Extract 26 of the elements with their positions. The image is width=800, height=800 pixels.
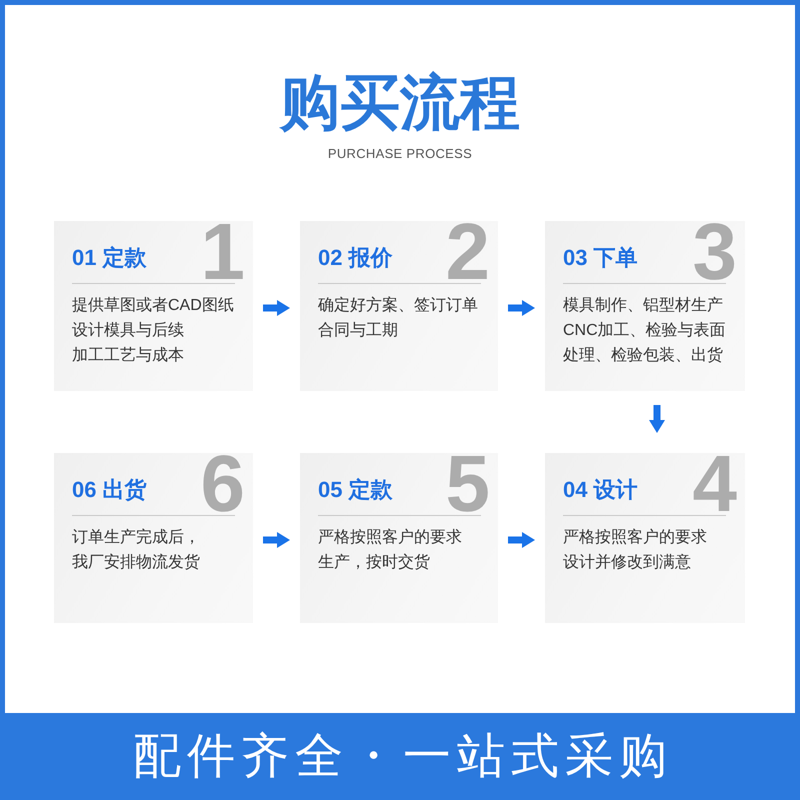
step-description: 严格按照客户的要求设计并修改到满意 xyxy=(563,528,707,573)
step-heading: 04 设计 xyxy=(563,476,638,504)
step-heading: 02 报价 xyxy=(318,244,393,272)
step-number: 5 xyxy=(446,454,490,514)
step-card xyxy=(545,221,745,391)
subtitle: PURCHASE PROCESS xyxy=(328,146,472,162)
step-description: 模具制作、铝型材生产CNC加工、检验与表面处理、检验包装、出货 xyxy=(563,296,726,366)
step-heading: 03 下单 xyxy=(563,244,638,272)
step-number: 3 xyxy=(692,222,737,282)
step-description: 确定好方案、签订订单合同与工期 xyxy=(318,295,478,341)
step-heading: 06 出货 xyxy=(72,476,147,504)
step-heading: 05 定款 xyxy=(318,476,393,504)
step-number: 4 xyxy=(692,454,737,514)
step-description: 订单生产完成后，我厂安排物流发货 xyxy=(72,528,200,573)
step-card xyxy=(300,221,498,391)
step-heading: 01 定款 xyxy=(72,244,147,272)
title: 购买流程 xyxy=(280,68,520,138)
step-number: 1 xyxy=(200,222,245,282)
step-number: 2 xyxy=(446,222,490,282)
step-card xyxy=(54,453,253,623)
step-description: 提供草图或者CAD图纸设计模具与后续加工工艺与成本 xyxy=(72,296,234,366)
step-description: 严格按照客户的要求生产，按时交货 xyxy=(318,528,462,573)
step-number: 6 xyxy=(200,454,245,514)
step-card xyxy=(545,453,745,623)
step-card xyxy=(300,453,498,623)
step-card xyxy=(54,221,253,391)
